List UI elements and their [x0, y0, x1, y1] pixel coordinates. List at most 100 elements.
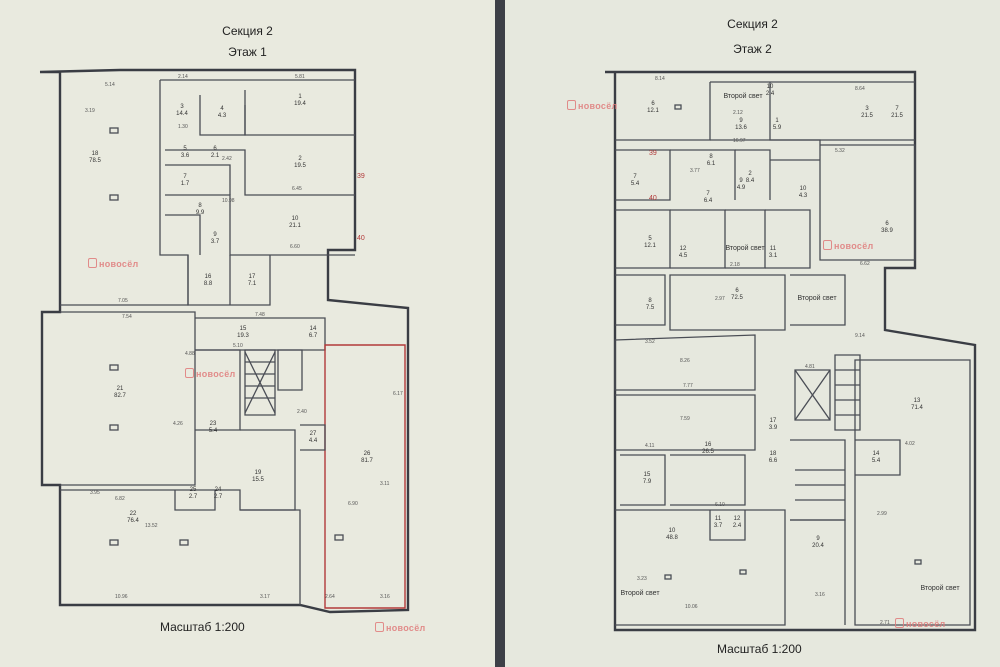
- svg-text:Второй свет: Второй свет: [723, 92, 763, 100]
- room-number: 7: [706, 191, 710, 197]
- room-number: 1: [298, 94, 302, 100]
- room-number: 13: [914, 398, 921, 404]
- svg-text:3.17: 3.17: [260, 594, 270, 600]
- floor-title: Этаж 1: [228, 45, 267, 59]
- room-area: 26.5: [702, 449, 714, 455]
- floor-title: Этаж 2: [733, 42, 772, 56]
- svg-text:2.40: 2.40: [297, 409, 307, 415]
- room-number: 6: [735, 288, 739, 294]
- room-number: 10: [767, 84, 774, 90]
- svg-text:6.45: 6.45: [292, 186, 302, 192]
- room-number: 6: [651, 101, 655, 107]
- floor-plan-drawing: 1 19.4 2 19.5 3 14.4 4 4.3 5 3.6 6 2.1 7…: [39, 68, 410, 614]
- room-area: 3.6: [181, 153, 190, 159]
- room-number: 5: [183, 146, 187, 152]
- room-area: 7.9: [643, 479, 652, 485]
- room-area: 76.4: [127, 518, 139, 524]
- svg-text:3.23: 3.23: [637, 576, 647, 582]
- room-area: 2.7: [214, 494, 223, 500]
- room-area: 81.7: [361, 458, 373, 464]
- room-area: 5.4: [631, 181, 640, 187]
- svg-text:7.59: 7.59: [680, 416, 690, 422]
- svg-text:5.32: 5.32: [835, 148, 845, 154]
- room-area: 3.7: [211, 239, 220, 245]
- watermark-logo: новосёл: [88, 258, 139, 269]
- svg-text:7.77: 7.77: [683, 383, 693, 389]
- room-number: 18: [92, 151, 99, 157]
- svg-text:Второй свет: Второй свет: [797, 294, 837, 302]
- room-number: 10: [800, 186, 807, 192]
- marker-39: 39: [649, 150, 657, 157]
- watermark-logo: новосёл: [567, 100, 618, 111]
- room-number: 3: [180, 104, 184, 110]
- room-number: 16: [705, 442, 712, 448]
- room-area: 19.5: [294, 163, 306, 169]
- room-area: 19.4: [294, 101, 306, 107]
- floor-plan-sheet-2: Секция 2 Этаж 2: [505, 0, 1000, 667]
- room-area: 8.4: [746, 178, 755, 184]
- room-area: 71.4: [911, 405, 923, 411]
- svg-text:4.26: 4.26: [173, 421, 183, 427]
- room-number: 2: [298, 156, 302, 162]
- room-number: 15: [240, 326, 247, 332]
- room-area: 20.4: [812, 543, 824, 549]
- room-number: 22: [130, 511, 137, 517]
- room-number: 9: [739, 118, 743, 124]
- room-number: 17: [770, 418, 777, 424]
- room-area: 8.8: [204, 281, 213, 287]
- svg-text:13.52: 13.52: [145, 523, 158, 529]
- svg-text:3.52: 3.52: [645, 339, 655, 345]
- room-number: 19: [255, 470, 262, 476]
- room-area: 78.5: [89, 158, 101, 164]
- room-number: 1: [775, 118, 779, 124]
- room-number: 6: [213, 146, 217, 152]
- logo-icon: [823, 240, 832, 250]
- room-area: 82.7: [114, 393, 126, 399]
- marker-40: 40: [357, 235, 365, 242]
- room-number: 4: [220, 106, 224, 112]
- room-area: 2.1: [211, 153, 220, 159]
- svg-text:6.17: 6.17: [393, 391, 403, 397]
- svg-text:3.11: 3.11: [380, 481, 390, 487]
- room-number: 5: [648, 236, 652, 242]
- room-area: 5.9: [773, 125, 782, 131]
- logo-icon: [567, 100, 576, 110]
- svg-text:6.90: 6.90: [348, 501, 358, 507]
- svg-text:6.82: 6.82: [115, 496, 125, 502]
- room-number: 17: [249, 274, 256, 280]
- room-area: 21.5: [891, 113, 903, 119]
- marker-39: 39: [357, 173, 365, 180]
- room-area: 19.3: [237, 333, 249, 339]
- svg-text:3.77: 3.77: [690, 168, 700, 174]
- room-area: 4.3: [799, 193, 808, 199]
- svg-text:2.64: 2.64: [325, 594, 335, 600]
- room-number: 10: [669, 528, 676, 534]
- svg-text:6.62: 6.62: [860, 261, 870, 267]
- svg-text:6.60: 6.60: [290, 244, 300, 250]
- room-number: 18: [770, 451, 777, 457]
- svg-text:5.81: 5.81: [295, 74, 305, 80]
- room-area: 3.7: [714, 523, 723, 529]
- room-number: 9: [816, 536, 820, 542]
- room-number: 11: [770, 246, 777, 252]
- room-area: 7.1: [248, 281, 257, 287]
- svg-text:8.26: 8.26: [680, 358, 690, 364]
- room-area: 2.4: [766, 91, 775, 97]
- room-area: 2.4: [733, 523, 742, 529]
- logo-icon: [88, 258, 97, 268]
- svg-text:7.05: 7.05: [118, 298, 128, 304]
- room-area: 72.5: [731, 295, 743, 301]
- svg-text:5.10: 5.10: [233, 343, 243, 349]
- svg-text:5.14: 5.14: [105, 82, 115, 88]
- room-area: 6.6: [769, 458, 778, 464]
- room-number: 7: [183, 174, 187, 180]
- svg-text:2.97: 2.97: [715, 296, 725, 302]
- room-area: 5.4: [872, 458, 881, 464]
- room-area: 4.5: [679, 253, 688, 259]
- room-area: 4.4: [309, 438, 318, 444]
- room-area: 4.9: [737, 185, 746, 191]
- room-area: 6.4: [704, 198, 713, 204]
- svg-text:Второй свет: Второй свет: [620, 589, 660, 597]
- room-number: 9: [213, 232, 217, 238]
- room-area: 3.1: [769, 253, 778, 259]
